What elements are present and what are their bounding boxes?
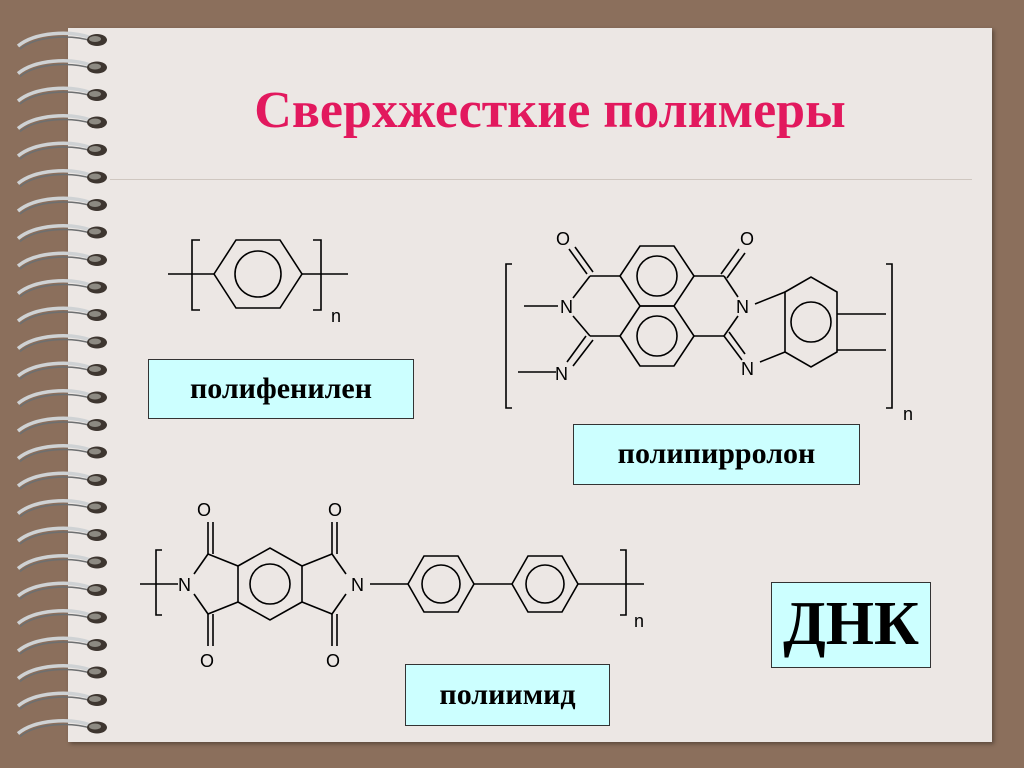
polypyrrolone-oxygen-right: O bbox=[740, 229, 754, 249]
polypyrrolone-subscript-n: n bbox=[903, 404, 913, 424]
polypyrrolone-label: полипирролон bbox=[573, 424, 860, 485]
polyimide-nitrogen-2: N bbox=[351, 575, 364, 595]
spiral-ring bbox=[16, 499, 107, 518]
spiral-ring bbox=[16, 444, 107, 463]
spiral-ring bbox=[16, 86, 107, 105]
spiral-ring bbox=[16, 416, 107, 435]
polypyrrolone-oxygen-left: O bbox=[556, 229, 570, 249]
spiral-ring bbox=[16, 141, 107, 160]
spiral-ring bbox=[16, 224, 107, 243]
polypyrrolone-nitrogen-4: N bbox=[741, 359, 754, 379]
polyimide-oxygen-2: O bbox=[328, 500, 342, 520]
polypyrrolone-nitrogen-3: N bbox=[736, 297, 749, 317]
spiral-ring bbox=[16, 114, 107, 133]
polyimide-label: полиимид bbox=[405, 664, 610, 726]
spiral-ring bbox=[16, 59, 107, 78]
spiral-ring bbox=[16, 196, 107, 215]
polyphenylene-subscript-n: n bbox=[331, 306, 341, 326]
polyimide-nitrogen-1: N bbox=[178, 575, 191, 595]
notebook-spiral-binding bbox=[16, 31, 107, 738]
polyimide-oxygen-3: O bbox=[200, 651, 214, 671]
spiral-ring bbox=[16, 334, 107, 353]
spiral-ring bbox=[16, 636, 107, 655]
spiral-ring bbox=[16, 279, 107, 298]
spiral-ring bbox=[16, 389, 107, 408]
dna-label: ДНК bbox=[771, 582, 931, 668]
spiral-ring bbox=[16, 581, 107, 600]
spiral-ring bbox=[16, 609, 107, 628]
slide-title: Сверхжесткие полимеры bbox=[254, 82, 846, 139]
title-divider bbox=[110, 179, 972, 180]
spiral-ring bbox=[16, 554, 107, 573]
spiral-ring bbox=[16, 361, 107, 380]
polyimide-oxygen-4: O bbox=[326, 651, 340, 671]
spiral-ring bbox=[16, 31, 107, 50]
spiral-ring bbox=[16, 251, 107, 270]
polypyrrolone-nitrogen-2: N bbox=[555, 364, 568, 384]
polyimide-oxygen-1: O bbox=[197, 500, 211, 520]
polypyrrolone-nitrogen-1: N bbox=[560, 297, 573, 317]
spiral-ring bbox=[16, 719, 107, 738]
spiral-ring bbox=[16, 471, 107, 490]
spiral-ring bbox=[16, 306, 107, 325]
spiral-ring bbox=[16, 526, 107, 545]
spiral-ring bbox=[16, 691, 107, 710]
spiral-ring bbox=[16, 664, 107, 683]
polyphenylene-label: полифенилен bbox=[148, 359, 414, 419]
spiral-ring bbox=[16, 169, 107, 188]
polyimide-subscript-n: n bbox=[634, 611, 644, 631]
